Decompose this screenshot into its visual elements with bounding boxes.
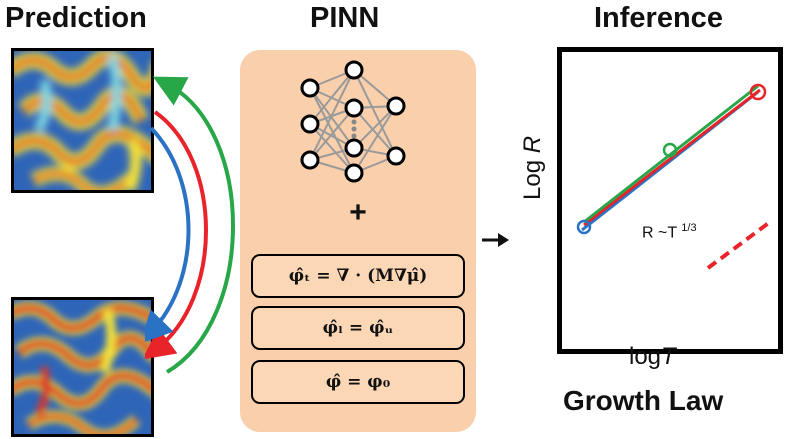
pinn-title: PINN [310,2,380,34]
predicted-field-image-top [11,48,154,193]
boundary-condition-equation: φ̂ₗ = φ̂ᵤ [251,306,465,350]
predicted-field-image-bottom [11,297,154,437]
red-arrow [145,110,208,360]
growth-law-title: Growth Law [563,385,724,416]
prediction-title: Prediction [5,2,147,34]
pde-equation: φ̂ₜ = ∇ · (M∇μ̂) [251,254,465,298]
blue-arrow [145,126,191,344]
green-mid-marker [662,142,678,158]
arrow-right-icon [482,233,509,247]
green-fit-line [583,84,759,224]
growth-law-plot [557,47,783,354]
plus-sign: + [349,196,367,229]
training-cycle-arrows [145,76,235,374]
growth-law-annotation: R ~T 1/3 [642,222,697,242]
initial-condition-equation: φ̂ = φ₀ [251,360,465,404]
neural-network-icon [300,60,406,183]
green-arrow [152,76,235,374]
red-end-marker [749,83,767,101]
y-axis-label: Log R [519,135,546,200]
inference-title: Inference [594,2,723,34]
x-axis-label: logT [629,343,676,370]
red-fit-line [583,88,761,227]
pinn-panel: + φ̂ₜ = ∇ · (M∇μ̂) φ̂ₗ = φ̂ᵤ φ̂ = φ₀ [240,50,476,432]
blue-start-marker [576,219,592,235]
reference-law-line [706,220,772,270]
